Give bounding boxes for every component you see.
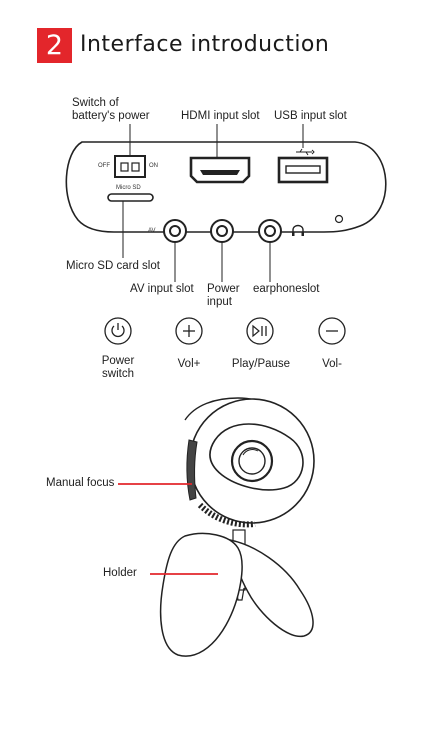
- battery-switch: [115, 156, 145, 177]
- power-jack: [211, 220, 233, 242]
- earphone-label: earphoneslot: [253, 283, 320, 296]
- hdmi-label: HDMI input slot: [181, 110, 260, 123]
- vol-plus-label: Vol+: [164, 358, 214, 371]
- av-marking: AV: [148, 228, 156, 234]
- power-button-icon: [105, 318, 131, 344]
- play-pause-label: Play/Pause: [226, 358, 296, 371]
- vol-plus-icon: [176, 318, 202, 344]
- indicator-light: [336, 216, 343, 223]
- off-marking: OFF: [98, 163, 110, 169]
- tripod-holder: [161, 530, 313, 656]
- earphone-jack: [259, 220, 281, 242]
- holder-label: Holder: [103, 567, 137, 580]
- power-switch-label: Power switch: [88, 355, 148, 381]
- micro-sd-slot: [108, 194, 153, 201]
- play-pause-icon: [247, 318, 273, 344]
- battery-switch-label: Switch of battery's power: [72, 97, 150, 123]
- av-jack: [164, 220, 186, 242]
- micro-sd-card-label: Micro SD card slot: [66, 260, 160, 273]
- power-input-label: Power input: [207, 283, 240, 309]
- av-label: AV input slot: [130, 283, 194, 296]
- manual-focus-label: Manual focus: [46, 477, 114, 490]
- usb-icon: [296, 149, 314, 155]
- vol-minus-label: Vol-: [307, 358, 357, 371]
- vol-minus-icon: [319, 318, 345, 344]
- micro-sd-marking: Micro SD: [116, 185, 141, 191]
- on-marking: ON: [149, 163, 158, 169]
- projector-body: [185, 398, 314, 524]
- usb-label: USB input slot: [274, 110, 347, 123]
